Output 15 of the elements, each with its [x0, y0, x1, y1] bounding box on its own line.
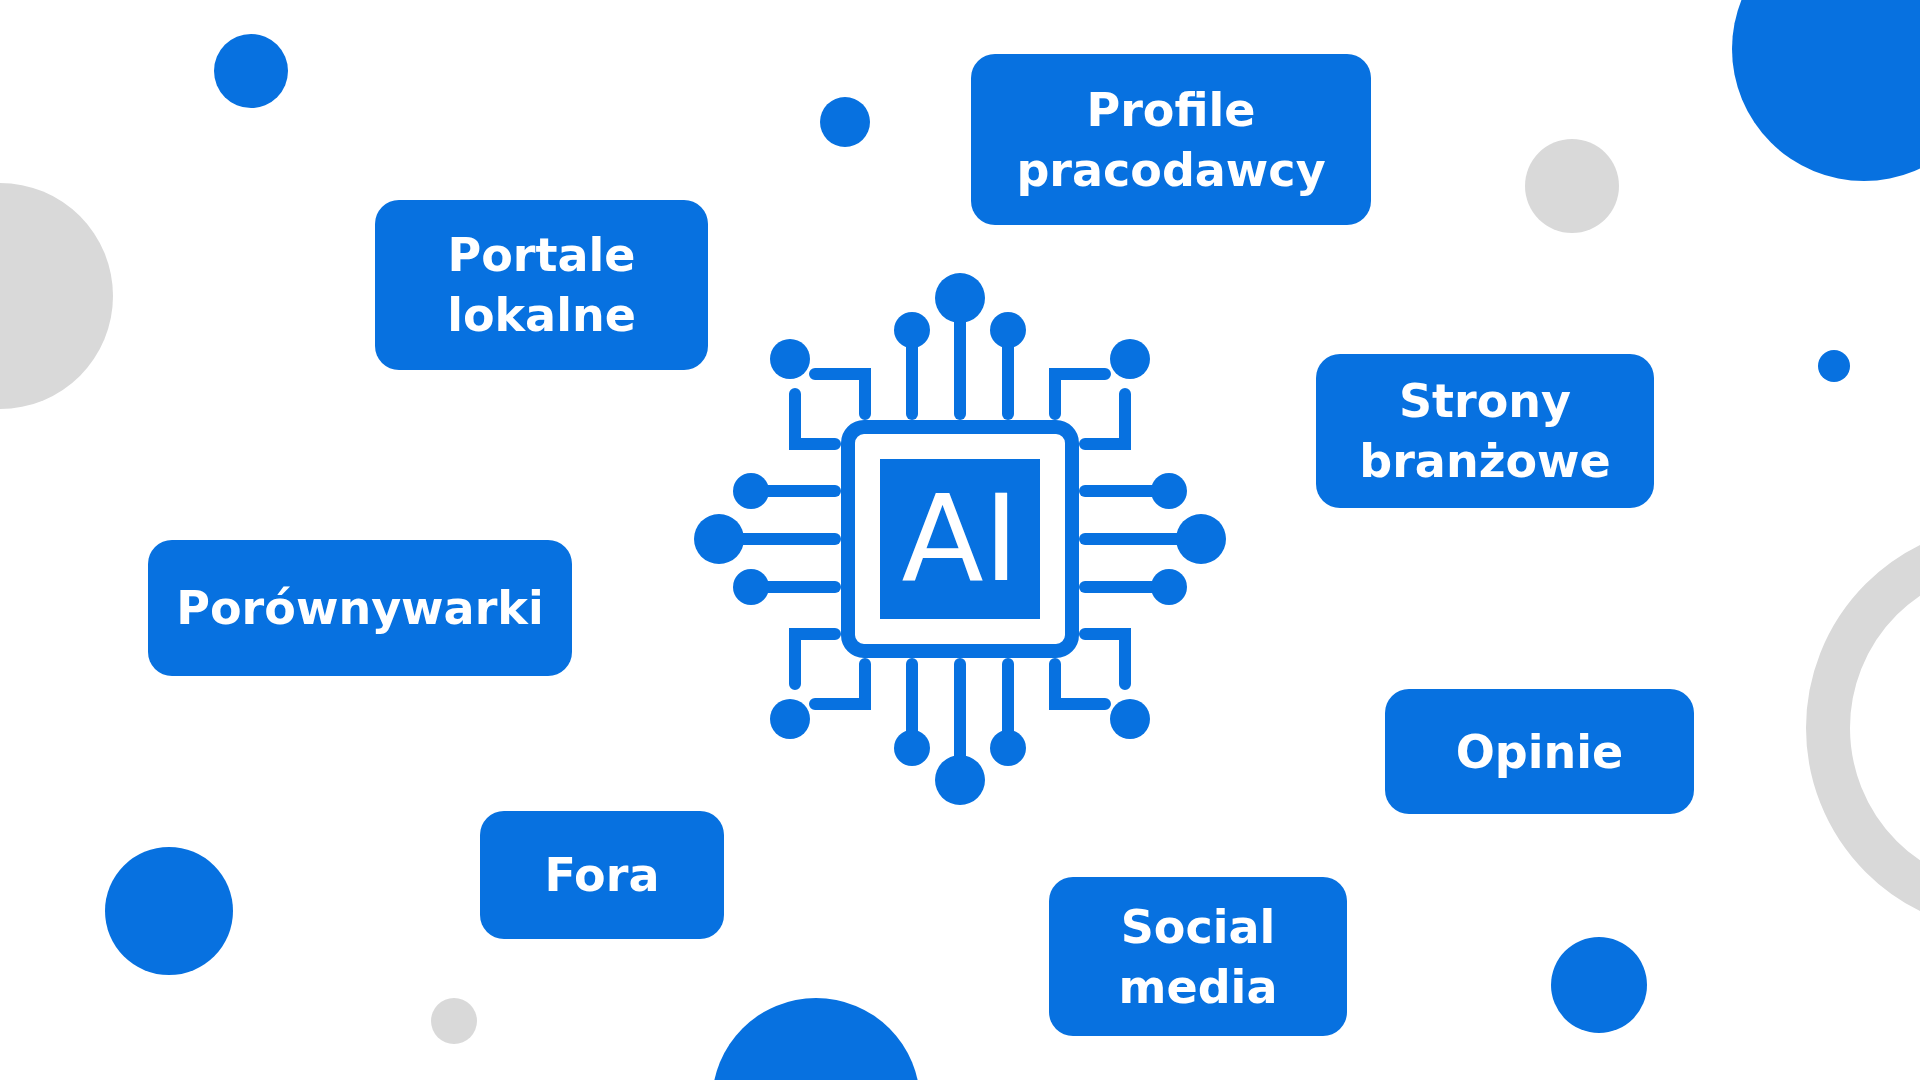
source-label: Profile pracodawcy [1015, 81, 1327, 199]
source-label: Portale lokalne [446, 227, 637, 344]
source-box [1385, 689, 1694, 814]
source-box [1049, 877, 1347, 1036]
chip-label: AI [901, 479, 1019, 599]
source-label: Social media [1117, 898, 1279, 1016]
source-label: Strony branżowe [1358, 373, 1612, 490]
source-box [1316, 354, 1654, 508]
source-box [971, 54, 1371, 225]
source-box [480, 811, 724, 939]
source-label: Fora [544, 847, 660, 904]
source-box [375, 200, 708, 370]
source-label: Porównywarki [176, 580, 544, 637]
source-label: Opinie [1455, 723, 1624, 781]
source-box [148, 540, 572, 676]
